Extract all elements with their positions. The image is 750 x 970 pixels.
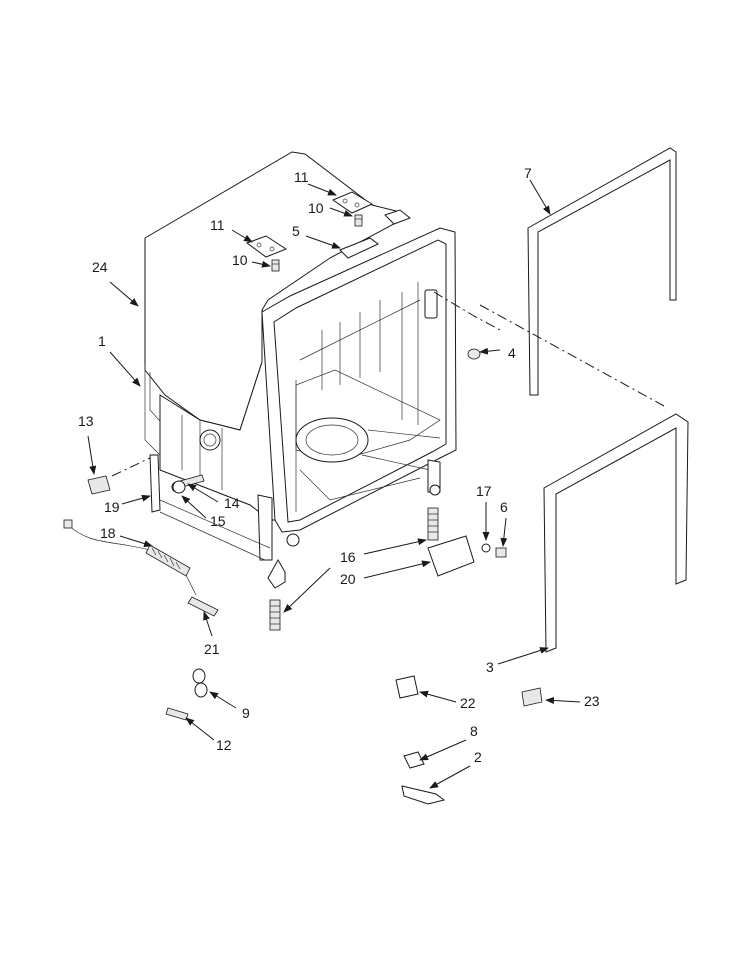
callout-21: 21 <box>204 641 220 657</box>
clip-8 <box>403 751 425 769</box>
callout-23: 23 <box>584 693 600 709</box>
callout-18: 18 <box>100 525 116 541</box>
link <box>187 596 219 617</box>
callout-9: 9 <box>242 705 250 721</box>
grommet <box>192 668 208 698</box>
clip <box>87 475 111 495</box>
callout-17: 17 <box>476 483 492 499</box>
callout-labels: 11 10 11 10 5 24 1 7 4 13 19 14 15 18 21… <box>78 165 600 765</box>
screw <box>165 707 189 721</box>
leveling-leg-front <box>269 599 281 631</box>
screw-upper <box>354 214 363 227</box>
callout-10-lower: 10 <box>232 252 248 268</box>
callout-7: 7 <box>524 165 532 181</box>
callout-22: 22 <box>460 695 476 711</box>
callout-11-upper: 11 <box>294 169 309 185</box>
screw-lower <box>271 259 280 272</box>
callout-8: 8 <box>470 723 478 739</box>
door-cable-spring <box>63 519 197 596</box>
callout-2: 2 <box>474 749 482 765</box>
bracket-washer <box>481 543 491 553</box>
callout-11-lower: 11 <box>210 217 225 233</box>
callout-12: 12 <box>216 737 232 753</box>
insulation-blanket <box>144 151 406 431</box>
hinge-bracket-lower <box>245 235 288 258</box>
callout-3: 3 <box>486 659 494 675</box>
gasket-clip <box>521 687 543 707</box>
hinge-bracket-upper <box>331 191 374 214</box>
lower-door-gasket <box>543 413 689 653</box>
tub-assembly <box>144 151 457 589</box>
callout-1: 1 <box>98 333 106 349</box>
callout-4: 4 <box>508 345 516 361</box>
callout-15: 15 <box>210 513 226 529</box>
callout-5: 5 <box>292 223 300 239</box>
door-strike <box>395 675 419 699</box>
leveling-leg-rear <box>427 507 439 541</box>
bracket-2 <box>401 785 446 805</box>
callout-19: 19 <box>104 499 120 515</box>
callout-20: 20 <box>340 571 356 587</box>
callout-13: 13 <box>78 413 94 429</box>
upper-door-gasket <box>527 147 677 396</box>
bumper <box>467 348 481 360</box>
callout-6: 6 <box>500 499 508 515</box>
callout-14: 14 <box>224 495 240 511</box>
callout-24: 24 <box>92 259 108 275</box>
leveling-bracket <box>427 535 475 577</box>
callout-16: 16 <box>340 549 356 565</box>
leader-lines <box>87 179 581 789</box>
callout-10-upper: 10 <box>308 200 324 216</box>
washer <box>172 480 186 494</box>
bracket-screw <box>495 547 507 558</box>
